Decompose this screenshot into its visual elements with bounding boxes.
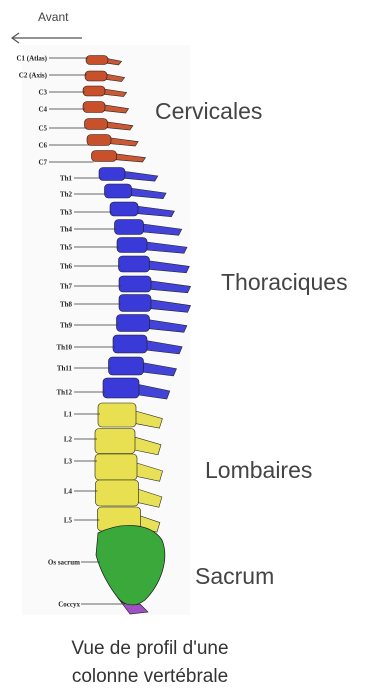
vertebral-body [110, 202, 138, 216]
caption-line-2: colonne vertébrale [0, 663, 300, 691]
vertebral-body [117, 238, 147, 253]
caption-line-1: Vue de profil d'une [0, 635, 300, 663]
lumbar-label: L5 [64, 517, 73, 525]
thoracic-label: Th5 [60, 244, 73, 252]
vertebral-body [86, 56, 108, 65]
vertebral-body [92, 151, 117, 162]
thoracic-label: Th4 [60, 226, 73, 234]
region-label-sacrum: Sacrum [195, 563, 274, 589]
anterior-label: Avant [38, 10, 69, 24]
thoracic-label: Th7 [60, 283, 73, 291]
vertebral-body [85, 71, 107, 81]
lumbar-label: L4 [64, 488, 73, 496]
thoracic-label: Th10 [56, 344, 72, 352]
coccyx-label: Coccyx [58, 601, 80, 609]
thoracic-label: Th12 [56, 389, 72, 397]
vertebral-body [103, 378, 139, 398]
anterior-direction-indicator: Avant [12, 10, 82, 43]
cervical-label: C5 [38, 125, 47, 133]
cervical-label: C1 (Atlas) [16, 55, 47, 63]
vertebral-body [105, 184, 132, 198]
cervical-label: C3 [38, 89, 47, 97]
vertebral-body [83, 102, 105, 113]
region-label-cervical: Cervicales [155, 98, 262, 124]
lumbar-label: L2 [64, 436, 73, 444]
vertebral-body [119, 256, 150, 272]
vertebral-body [113, 335, 147, 353]
lumbar-label: L3 [64, 458, 73, 466]
vertebral-body [95, 454, 137, 480]
cervical-label: C7 [38, 159, 47, 167]
vertebral-body [87, 135, 111, 146]
thoracic-label: Th8 [60, 301, 73, 309]
thoracic-label: Th9 [60, 322, 73, 330]
lumbar-label: L1 [64, 411, 73, 419]
thoracic-label: Th3 [60, 209, 73, 217]
vertebral-body [109, 357, 144, 375]
cervical-label: C6 [38, 142, 47, 150]
thoracic-label: Th11 [57, 365, 73, 373]
vertebral-body [99, 168, 125, 181]
region-label-thoracic: Thoraciques [221, 269, 348, 295]
cervical-label: C2 (Axis) [19, 72, 48, 80]
thoracic-label: Th6 [60, 263, 73, 271]
vertebral-body [119, 295, 151, 312]
vertebral-body [117, 315, 150, 332]
vertebral-body [96, 480, 139, 506]
cervical-label: C4 [38, 106, 47, 114]
vertebral-body [83, 86, 105, 96]
vertebral-body [85, 119, 108, 130]
thoracic-label: Th2 [60, 191, 73, 199]
vertebral-body [98, 403, 136, 427]
vertebral-body [115, 220, 144, 235]
vertebral-body [119, 276, 151, 292]
vertebral-body [95, 429, 135, 454]
thoracic-label: Th1 [60, 175, 73, 183]
sacrum-label: Os sacrum [48, 559, 80, 567]
region-label-lumbar: Lombaires [205, 457, 312, 483]
